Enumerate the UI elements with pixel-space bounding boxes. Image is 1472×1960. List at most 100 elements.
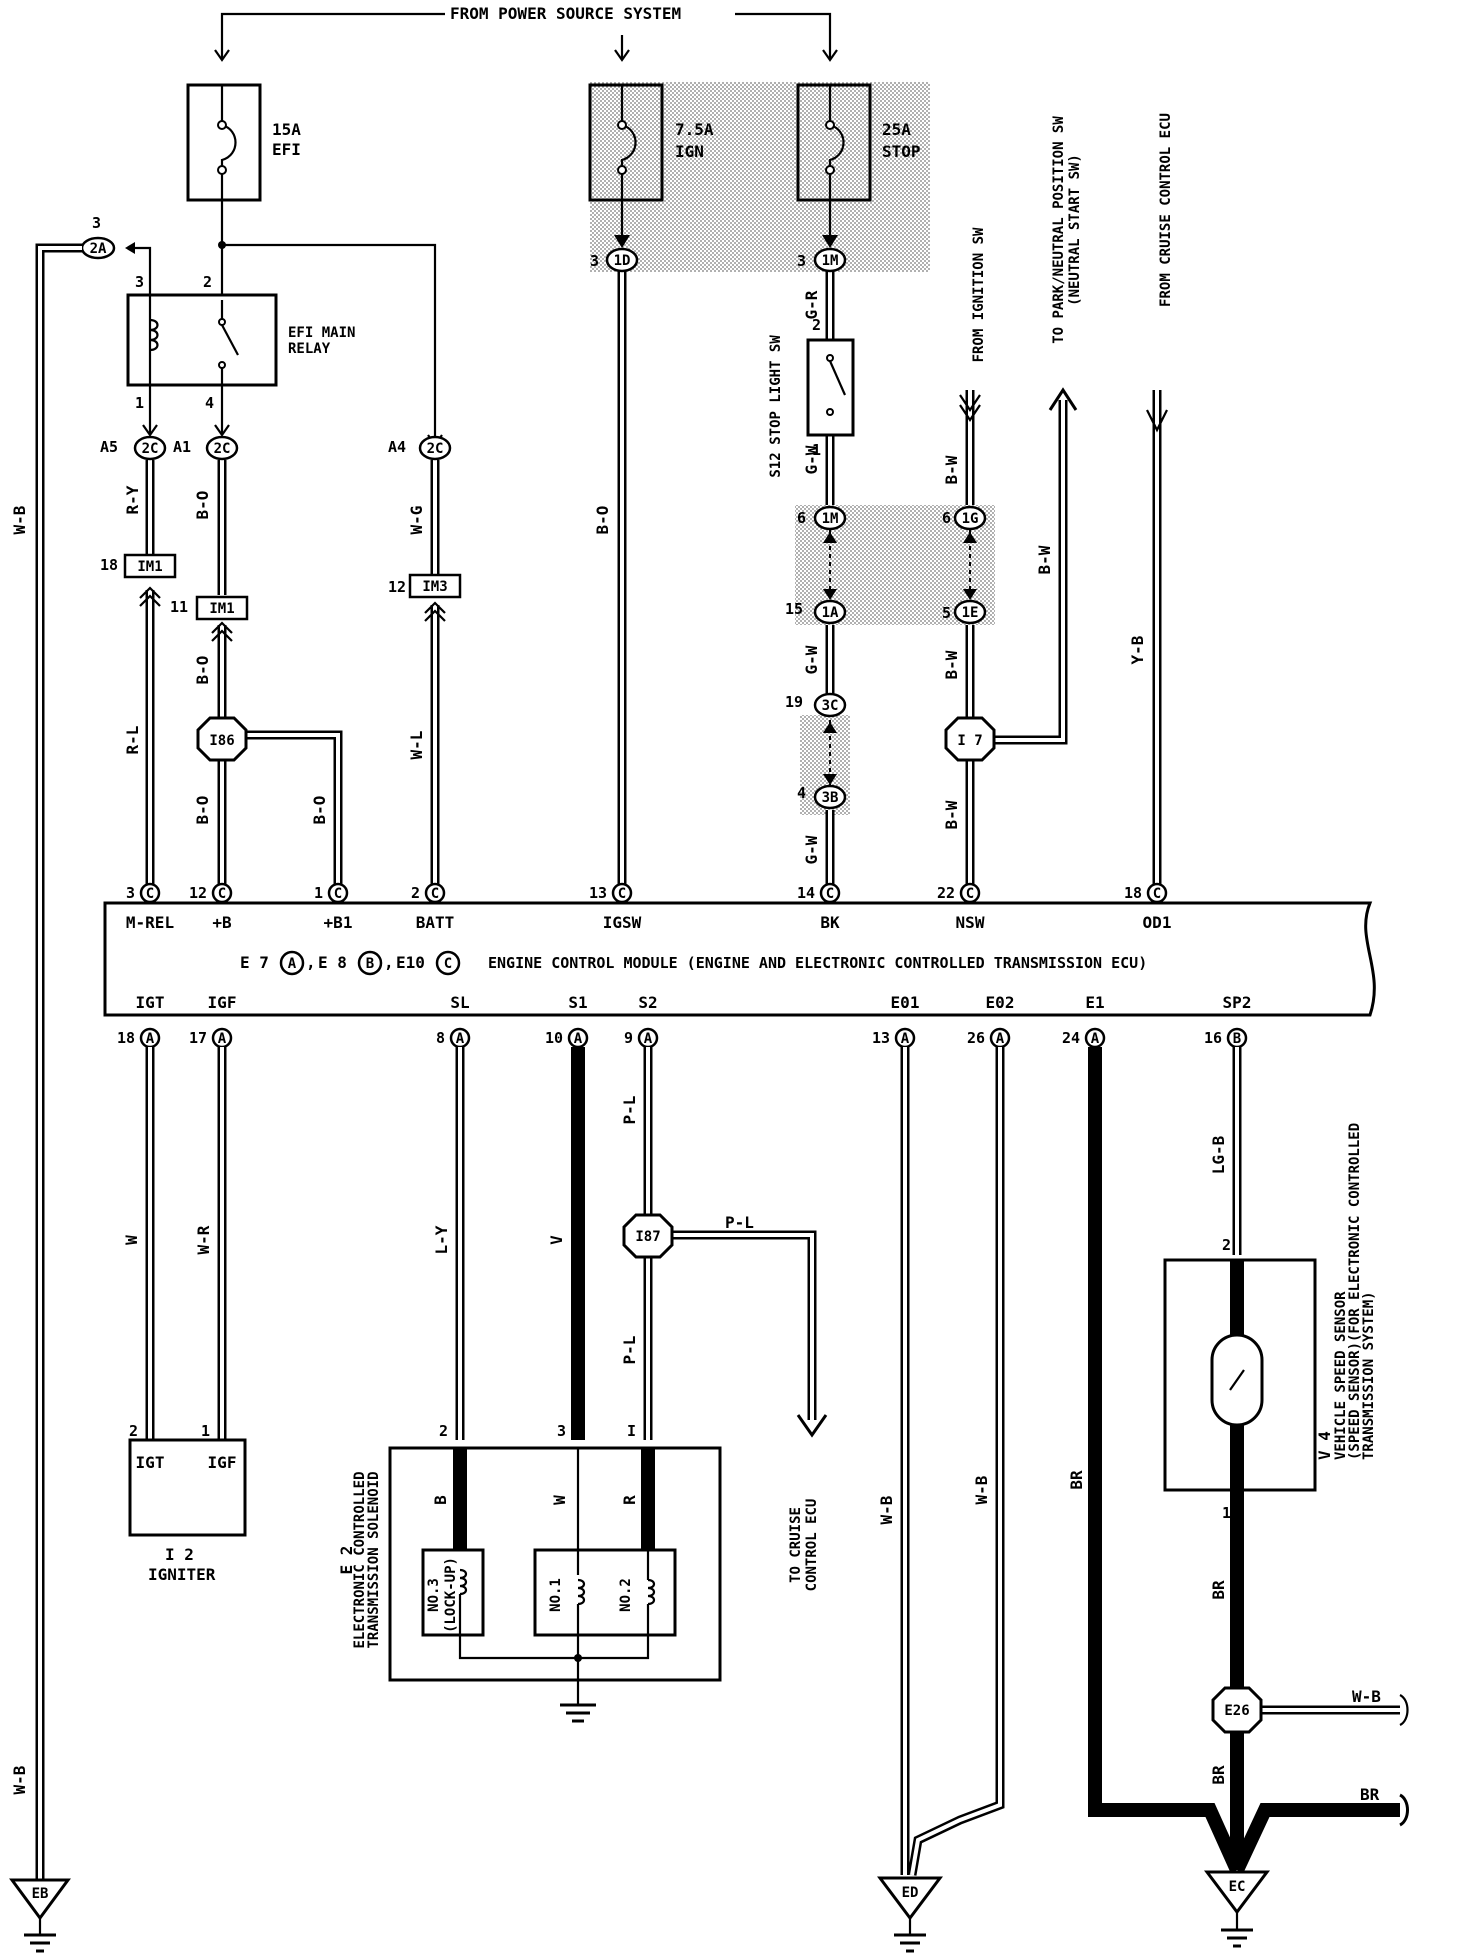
wire-label-pl-3: P-L	[725, 1213, 754, 1232]
relay-label-1: EFI MAIN	[288, 325, 355, 341]
ecm-letter-a: A	[288, 956, 297, 972]
sol-no3-b: (LOCK-UP)	[443, 1557, 459, 1633]
sol-line1: ELECTRONIC CONTROLLED	[352, 1471, 368, 1648]
wire-label-br-2: BR	[1209, 1765, 1228, 1785]
wire-batt: A4 12 W-G W-L	[388, 438, 446, 885]
ecm-code-e10: E10	[396, 953, 425, 972]
ecm-top-pin-7: 18	[1124, 884, 1142, 902]
label-to-park-1: TO PARK/NEUTRAL POSITION SW	[1051, 116, 1067, 344]
ecm-bottom-pin-0: 18	[117, 1029, 135, 1047]
sol-wire-b: B	[431, 1495, 450, 1505]
wire-label-bo-4: B-O	[310, 796, 329, 825]
connector-2c-a5: 2C	[133, 435, 167, 461]
splice-e26: E26	[1211, 1686, 1263, 1734]
vss-line3: TRANSMISSION SYSTEM)	[1361, 1291, 1377, 1460]
ecm-term-igsw: IGSW	[603, 913, 642, 932]
igniter-term-igt: IGT	[136, 1453, 165, 1472]
connector-im1-18-label: IM1	[137, 559, 162, 575]
connector-im1-18: IM1	[123, 553, 177, 579]
wire-plus-b: A1 11 B-O B-O B-O B-O	[170, 385, 343, 885]
vss-wire-b: B	[1215, 1453, 1234, 1463]
ecm-bottom-pin-1: 17	[189, 1029, 207, 1047]
igniter-name: IGNITER	[148, 1565, 216, 1584]
power-source-label: FROM POWER SOURCE SYSTEM	[450, 4, 681, 23]
wire-label-wl: W-L	[407, 731, 426, 760]
vss-line1: VEHICLE SPEED SENSOR	[1333, 1291, 1349, 1460]
svg-text:C: C	[826, 886, 834, 902]
ecm-top-pin-4: 13	[589, 884, 607, 902]
pin-3c-19: 19	[785, 693, 803, 711]
svg-text:C: C	[618, 886, 626, 902]
wire-label-wb-e01: W-B	[877, 1495, 896, 1524]
svg-text:C: C	[218, 886, 226, 902]
wire-label-br-e1: BR	[1067, 1470, 1086, 1490]
vehicle-speed-sensor: G B V 4 VEHICLE SPEED SENSOR (SPEED SENS…	[1163, 1123, 1377, 1492]
wire-nsw: 6 5 B-W B-W B-W B-W FROM IGNITION SW TO …	[942, 116, 1083, 885]
fuse-efi-name: EFI	[272, 140, 301, 159]
ecm-top-pin-0: 3	[126, 884, 135, 902]
svg-text:A: A	[146, 1031, 155, 1047]
splice-i86: I86	[196, 716, 248, 762]
wire-label-yb: Y-B	[1128, 635, 1147, 664]
svg-text:C: C	[966, 886, 974, 902]
connector-im3-label: IM3	[422, 579, 447, 595]
efi-main-relay: EFI MAIN RELAY 3 2 1 4	[126, 273, 355, 412]
ground-ed: ED	[877, 1876, 943, 1953]
wire-br-lower: BR BR W-B BR	[1209, 1490, 1409, 1873]
ground-eb-label: EB	[32, 1886, 49, 1902]
ecm-term-s1: S1	[568, 993, 587, 1012]
stop-sw-pin-1: 1	[812, 441, 821, 459]
wire-label-v: V	[547, 1235, 566, 1245]
svg-text:C: C	[334, 886, 342, 902]
stop-sw-name: STOP LIGHT SW	[768, 335, 784, 445]
ground-ec: EC	[1204, 1870, 1270, 1948]
ecm-term-bk: BK	[820, 913, 840, 932]
stop-light-switch: 2 1 STOP LIGHT SW S12	[768, 316, 855, 478]
splice-i86-label: I86	[209, 733, 234, 749]
fuse-25a-stop: 25A STOP	[796, 83, 921, 202]
wire-label-gw-3: G-W	[802, 835, 821, 864]
fuse-efi-amp: 15A	[272, 120, 301, 139]
label-to-cruise-2: CONTROL ECU	[804, 1499, 820, 1592]
wire-label-br-3: BR	[1360, 1785, 1380, 1804]
wire-label-bw-4: B-W	[1035, 545, 1054, 574]
igniter-box: IGT IGF I 2 IGNITER	[128, 1438, 247, 1584]
vss-line2: (SPEED SENSOR)(FOR ELECTRONIC CONTROLLED	[1347, 1123, 1363, 1460]
fuse-ign-amp: 7.5A	[675, 120, 714, 139]
ecm-term-e01: E01	[891, 993, 920, 1012]
ecm-term-batt: BATT	[416, 913, 455, 932]
connector-im1-11: IM1	[195, 595, 249, 621]
ecm-term-mrel: M-REL	[126, 913, 174, 932]
ground-ed-label: ED	[902, 1885, 919, 1901]
connector-1a: 1A	[813, 599, 847, 625]
splice-e26-label: E26	[1224, 1703, 1249, 1719]
sol-wire-r: R	[620, 1495, 639, 1505]
pin-2a-3: 3	[92, 214, 101, 232]
ecm-top-pin-1: 12	[189, 884, 207, 902]
fuse-stop-name: STOP	[882, 142, 921, 161]
wire-label-wb-e26: W-B	[1352, 1687, 1381, 1706]
splice-i87: I87	[622, 1213, 674, 1259]
ecm-term-igt: IGT	[136, 993, 165, 1012]
pin-1a-15: 15	[785, 600, 803, 618]
sol-no3-a: NO.3	[426, 1578, 442, 1612]
wire-label-gw-1: G-W	[802, 445, 821, 474]
connector-1e-label: 1E	[962, 605, 979, 621]
wire-label-pl-2: P-L	[620, 1336, 639, 1365]
wire-label-ly: L-Y	[432, 1225, 451, 1254]
ecm-bottom-pin-6: 26	[967, 1029, 985, 1047]
svg-text:C: C	[1153, 886, 1161, 902]
fuse-15a-efi: 15A EFI	[186, 83, 301, 202]
pin-1m-3: 3	[797, 252, 806, 270]
wire-igniter: W W-R 2 1	[122, 1047, 227, 1440]
vss-pin-2: 2	[1222, 1236, 1231, 1254]
fuse-stop-amp: 25A	[882, 120, 911, 139]
wire-label-wg: W-G	[407, 506, 426, 535]
label-from-cruise: FROM CRUISE CONTROL ECU	[1158, 113, 1174, 307]
relay-pin-4: 4	[205, 394, 214, 412]
ground-ec-label: EC	[1229, 1879, 1246, 1895]
connector-1m-top: 1M	[813, 247, 847, 273]
wire-ec: BR	[1067, 1047, 1244, 1873]
wire-od1: Y-B FROM CRUISE CONTROL ECU	[1128, 113, 1174, 885]
sol-wire-w: W	[550, 1495, 569, 1505]
